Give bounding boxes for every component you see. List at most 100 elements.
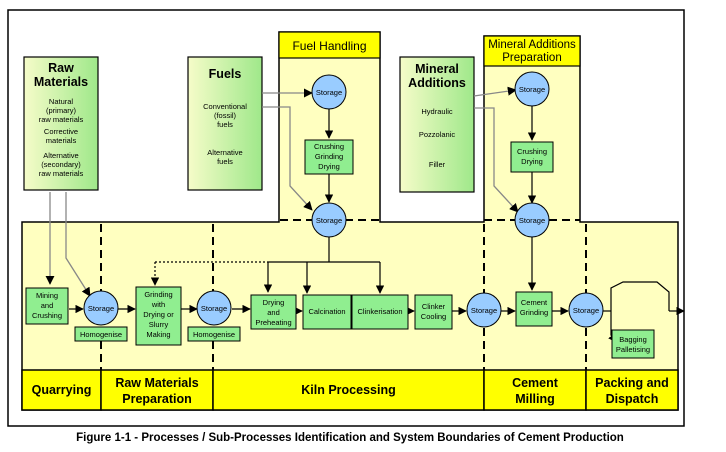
mineral-storage-circle [514, 71, 550, 107]
mineral-storage-label: Storage [519, 85, 545, 94]
drying-3: Preheating [255, 318, 291, 327]
mining-3: Crushing [32, 311, 62, 320]
raw-item-2a: Corrective [44, 127, 78, 136]
cement-grinding-1: Cement [521, 298, 548, 307]
raw-item-3c: raw materials [39, 169, 84, 178]
calcination-label: Calcination [308, 307, 345, 316]
homogenise-label-1: Homogenise [80, 330, 122, 339]
fuels-title: Fuels [209, 67, 242, 81]
mineral-storage2-label: Storage [519, 216, 545, 225]
mining-2: and [41, 301, 54, 310]
grinding-4: Slurry [149, 320, 169, 329]
clinker-cooling-2: Cooling [421, 312, 446, 321]
mineral-item-1: Hydraulic [421, 107, 453, 116]
fuels-box [187, 56, 263, 191]
raw-item-2b: materials [46, 136, 77, 145]
mineral-crushing-box [510, 141, 554, 173]
raw-item-1c: raw materials [39, 115, 84, 124]
homogenise-box-2 [187, 326, 241, 342]
calcination-box [302, 294, 352, 330]
fuel-storage-circle [311, 74, 347, 110]
clinker-cooling-box [414, 294, 453, 330]
stage-raw-prep-label-2: Preparation [122, 392, 191, 406]
figure-caption: Figure 1-1 - Processes / Sub-Processes I… [76, 432, 624, 444]
stage-raw-prep-label-1: Raw Materials [115, 376, 198, 390]
bagging-1: Bagging [619, 335, 647, 344]
grinding-2: with [151, 300, 165, 309]
mining-box [25, 287, 69, 325]
clinker-cooling-1: Clinker [422, 302, 446, 311]
fuel-crushing-box [304, 139, 354, 175]
clinkerisation-box [351, 294, 409, 330]
raw-item-1b: (primary) [46, 106, 76, 115]
grinding-3: Drying or [143, 310, 174, 319]
stage-raw-prep [100, 369, 214, 411]
process-connectors [69, 106, 685, 343]
raw-item-3a: Alternative [43, 151, 78, 160]
fuel-crushing-3: Drying [318, 162, 340, 171]
drying-2: and [267, 308, 280, 317]
fuel-storage-label: Storage [316, 88, 342, 97]
drying-1: Drying [263, 298, 285, 307]
fuel-handling-title: Fuel Handling [292, 39, 366, 53]
fuel-handling-title-bar [278, 31, 381, 59]
stage-bar [21, 369, 679, 411]
stage-quarrying [21, 369, 102, 411]
mineral-prep-title-2: Preparation [502, 52, 561, 64]
mineral-prep-title-1: Mineral Additions [488, 39, 576, 51]
raw-materials-box [23, 56, 99, 191]
grinding-5: Making [146, 330, 170, 339]
raw-storage-circle [83, 290, 119, 326]
stage-cement-milling-label-1: Cement [512, 376, 559, 390]
mineral-crushing-1: Crushing [517, 147, 547, 156]
cement-storage-label: Storage [573, 306, 599, 315]
raw-item-3b: (secondary) [41, 160, 81, 169]
raw-materials-title-2: Materials [34, 75, 88, 89]
clinkerisation-label: Clinkerisation [357, 307, 402, 316]
homogenise-box-1 [74, 326, 128, 342]
stage-cement-milling-label-2: Milling [515, 392, 555, 406]
fuel-item-1b: (fossil) [214, 111, 237, 120]
raw-materials-title-1: Raw [48, 61, 74, 75]
stage-packing-label-1: Packing and [595, 376, 669, 390]
cement-grinding-2: Grinding [520, 308, 548, 317]
fuel-storage2-label: Storage [316, 216, 342, 225]
meal-storage-label: Storage [201, 304, 227, 313]
mineral-additions-box [399, 56, 475, 193]
connectors [45, 86, 519, 297]
mineral-storage2-circle [514, 202, 550, 238]
fuel-item-1c: fuels [217, 120, 233, 129]
fuel-crushing-1: Crushing [314, 142, 344, 151]
cement-storage-circle [568, 292, 604, 328]
cement-grinding-box [515, 291, 553, 327]
drying-box [250, 294, 297, 330]
mineral-item-2: Pozzolanic [419, 130, 456, 139]
fuel-storage2-circle [311, 202, 347, 238]
meal-storage-circle [196, 290, 232, 326]
mineral-additions-title-2: Additions [408, 76, 466, 90]
bagging-2: Palletising [616, 345, 650, 354]
mineral-additions-title-1: Mineral [415, 62, 459, 76]
fuel-item-1a: Conventional [203, 102, 247, 111]
mining-1: Mining [36, 291, 58, 300]
clinker-storage-label: Storage [471, 306, 497, 315]
fuel-item-2a: Alternative [207, 148, 242, 157]
stage-packing [585, 369, 679, 411]
grinding-1: Grinding [144, 290, 172, 299]
raw-storage-label: Storage [88, 304, 114, 313]
clinker-storage-circle [466, 292, 502, 328]
stage-packing-label-2: Dispatch [606, 392, 659, 406]
grinding-box [135, 286, 182, 346]
homogenise-label-2: Homogenise [193, 330, 235, 339]
fuel-item-2b: fuels [217, 157, 233, 166]
mineral-prep-title-bar [483, 35, 581, 67]
raw-item-1a: Natural [49, 97, 74, 106]
stage-kiln-label: Kiln Processing [301, 383, 395, 397]
fuel-crushing-2: Grinding [315, 152, 343, 161]
stage-quarrying-label: Quarrying [32, 383, 92, 397]
stage-kiln [212, 369, 485, 411]
mineral-item-3: Filler [429, 160, 446, 169]
bagging-box [611, 329, 655, 359]
mineral-crushing-2: Drying [521, 157, 543, 166]
